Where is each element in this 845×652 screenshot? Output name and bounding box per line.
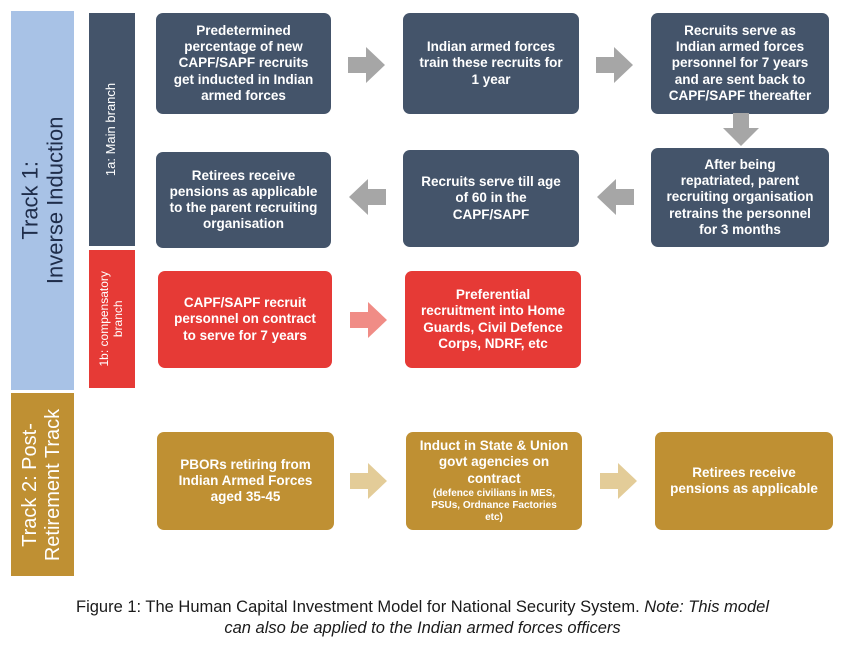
track1-band: Track 1: Inverse Induction	[11, 11, 74, 390]
arrow-right-icon	[348, 47, 385, 83]
step-box-preferential-recruitment: Preferential recruitment into Home Guard…	[405, 271, 581, 368]
arrow-right-icon	[596, 47, 633, 83]
comp-branch-band: 1b: compensatory branch	[89, 250, 135, 388]
step-box-pbors-retiring: PBORs retiring from Indian Armed Forces …	[157, 432, 334, 530]
main-branch-band: 1a: Main branch	[89, 13, 135, 246]
step-box-retiree-pensions-parent: Retirees receive pensions as applicable …	[156, 152, 331, 248]
caption-title: Figure 1: The Human Capital Investment M…	[75, 598, 640, 616]
figure-caption: Figure 1: The Human Capital Investment M…	[0, 597, 845, 640]
arrow-right-icon	[350, 302, 387, 338]
step-box-induct-recruits: Predetermined percentage of new CAPF/SAP…	[156, 13, 331, 114]
step-box-retiree-pensions: Retirees receive pensions as applicable	[655, 432, 833, 530]
comp-branch-label: 1b: compensatory branch	[97, 271, 126, 367]
caption-note: Note: This model	[644, 598, 769, 616]
track2-label: Track 2: Post- Retirement Track	[19, 408, 65, 561]
step-box-serve-till-sixty: Recruits serve till age of 60 in the CAP…	[403, 150, 579, 247]
arrow-down-icon	[723, 113, 759, 146]
caption-note-continued: can also be applied to the Indian armed …	[224, 619, 621, 638]
main-branch-label: 1a: Main branch	[103, 82, 119, 177]
step-box-retrain-personnel: After being repatriated, parent recruiti…	[651, 148, 829, 247]
step-box-contract-recruit: CAPF/SAPF recruit personnel on contract …	[158, 271, 332, 368]
arrow-left-icon	[597, 179, 634, 215]
step-box-induct-govt-agencies: Induct in State & Union govt agencies on…	[406, 432, 582, 530]
track1-label: Track 1: Inverse Induction	[17, 116, 68, 285]
arrow-right-icon	[600, 463, 637, 499]
track2-band: Track 2: Post- Retirement Track	[11, 393, 74, 576]
step-box-serve-seven-years: Recruits serve as Indian armed forces pe…	[651, 13, 829, 114]
arrow-left-icon	[349, 179, 386, 215]
step-box-train-recruits: Indian armed forces train these recruits…	[403, 13, 579, 114]
agency-examples-note: (defence civilians in MES, PSUs, Ordnanc…	[431, 487, 557, 523]
arrow-right-icon	[350, 463, 387, 499]
